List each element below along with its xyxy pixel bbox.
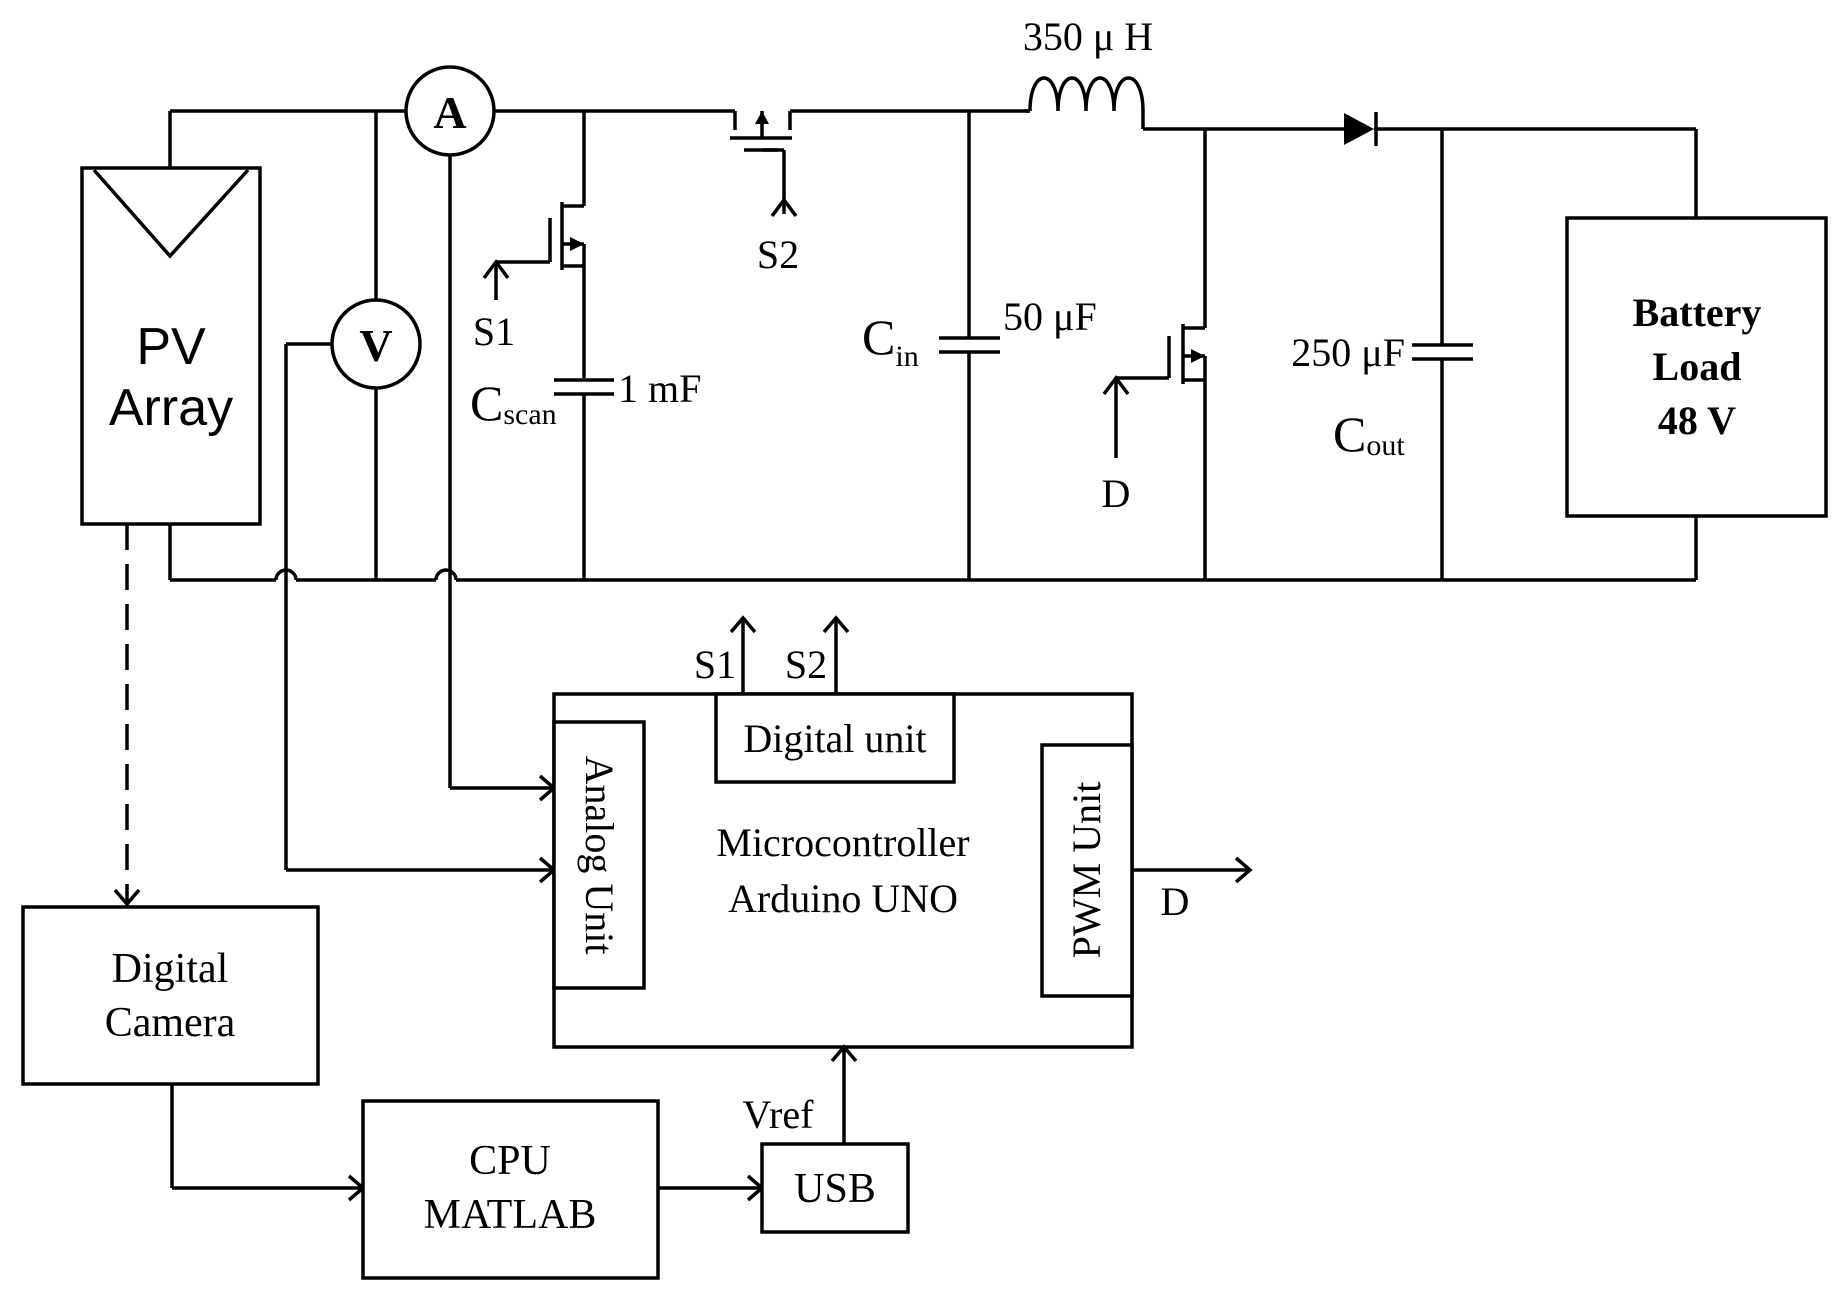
vref-label: Vref [743, 1092, 815, 1137]
analog-unit-label: Analog Unit [577, 756, 622, 955]
top-rail [170, 109, 1698, 218]
ammeter: A [404, 65, 496, 580]
bottom-rail [170, 516, 1698, 582]
cscan-value: 1 mF [618, 366, 701, 411]
switch-s2: S2 [725, 109, 799, 277]
mcu-s1-label: S1 [694, 642, 736, 687]
cscan-label: Cscan [470, 375, 557, 431]
digital-camera: Digital Camera [21, 905, 320, 1086]
cout-value: 250 μF [1291, 330, 1405, 375]
usb-to-mcu-wire: Vref [743, 1044, 858, 1144]
pwm-d-label: D [1161, 879, 1190, 924]
cin-value: 50 μF [1003, 294, 1097, 339]
d-label: D [1102, 471, 1131, 516]
pwm-unit-label: PWM Unit [1064, 782, 1109, 959]
diode [1344, 112, 1378, 146]
usb-label: USB [794, 1166, 876, 1212]
boost-switch: D [1102, 129, 1207, 580]
switch-s1-branch: S1 Cscan 1 mF [470, 111, 701, 580]
pv-label-line2: Array [109, 379, 233, 437]
pv-array: PV Array [80, 111, 262, 580]
cpu-to-usb-wire [658, 1174, 765, 1202]
cpu-label-line2: MATLAB [424, 1192, 597, 1238]
usb: USB [760, 1142, 910, 1234]
mcu-label-line1: Microcontroller [716, 820, 969, 865]
camera-label-line1: Digital [112, 946, 229, 992]
sense-wires [284, 344, 557, 884]
cin-label: Cin [862, 309, 919, 373]
battery-label-line2: Load [1653, 344, 1742, 389]
digital-unit-label: Digital unit [743, 716, 926, 761]
s1-label: S1 [473, 309, 515, 354]
camera-path [113, 524, 141, 907]
cout-label: Cout [1333, 406, 1405, 462]
cpu-matlab: CPU MATLAB [361, 1099, 660, 1280]
ammeter-label: A [433, 87, 466, 138]
mcu-label-line2: Arduino UNO [728, 876, 958, 921]
capacitor-cout: 250 μF Cout [1291, 129, 1473, 580]
battery-label-line1: Battery [1633, 290, 1762, 335]
voltmeter-label: V [359, 320, 392, 371]
battery-label-line3: 48 V [1658, 398, 1736, 443]
battery-load: Battery Load 48 V [1565, 216, 1828, 518]
microcontroller: Digital unit Analog Unit PWM Unit Microc… [552, 615, 1253, 1049]
cpu-label-line1: CPU [469, 1138, 551, 1184]
pv-label-line1: PV [136, 318, 206, 376]
camera-label-line2: Camera [105, 1000, 236, 1046]
voltmeter: V [286, 111, 422, 580]
capacitor-cin: Cin 50 μF [862, 111, 1097, 580]
inductor-value: 350 μ H [1023, 14, 1153, 59]
camera-to-cpu-wire [170, 1084, 366, 1202]
mcu-s2-label: S2 [785, 642, 827, 687]
inductor: 350 μ H [1023, 14, 1153, 113]
s2-label: S2 [757, 232, 799, 277]
